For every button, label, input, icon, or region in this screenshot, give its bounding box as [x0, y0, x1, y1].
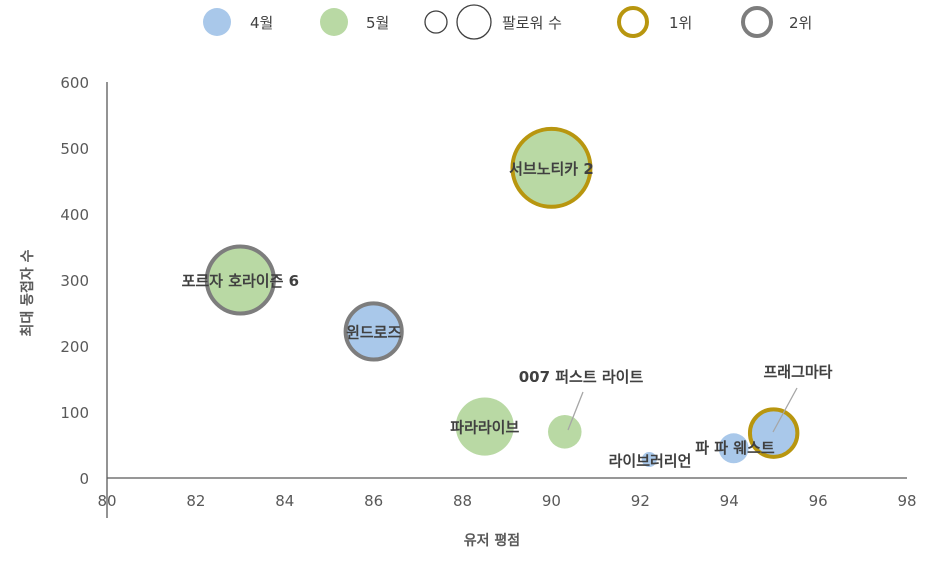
legend-size-small-swatch: [424, 10, 448, 34]
y-tick-label: 400: [60, 206, 89, 224]
x-tick-label: 86: [364, 492, 383, 510]
x-tick-label: 80: [97, 492, 116, 510]
tick-labels: 80 82 84 86 88 90 92 94 96 98 0 100 200 300 400 500 600: [60, 74, 916, 510]
bubble-label: 윈드로즈: [346, 323, 401, 341]
legend-rank2-swatch: [741, 6, 773, 38]
legend-may-label: 5월: [366, 14, 389, 32]
y-tick-label: 500: [60, 140, 89, 158]
y-tick-label: 200: [60, 338, 89, 356]
legend-rank1-label: 1위: [669, 14, 692, 32]
bubbles: [204, 126, 800, 468]
x-tick-label: 96: [809, 492, 828, 510]
axes: [106, 82, 907, 518]
bubble: [641, 452, 657, 468]
bubble: [747, 407, 800, 459]
bubble-label: 라이브러리언: [609, 452, 692, 470]
bubble-label: 파 파 웨스트: [695, 439, 775, 457]
y-tick-label: 0: [79, 470, 89, 488]
x-tick-label: 90: [542, 492, 561, 510]
legend-rank2-label: 2위: [789, 14, 812, 32]
y-tick-label: 300: [60, 272, 89, 290]
y-tick-label: 100: [60, 404, 89, 422]
y-tick-label: 600: [60, 74, 89, 92]
x-axis-title: 유저 평점: [464, 532, 520, 549]
x-tick-label: 98: [897, 492, 916, 510]
x-tick-label: 84: [275, 492, 294, 510]
x-tick-label: 82: [186, 492, 205, 510]
bubble-label: 프래그마타: [763, 363, 832, 381]
legend-april-swatch: [203, 8, 231, 36]
legend-april-label: 4월: [250, 14, 273, 32]
bubble: [510, 126, 593, 209]
y-axis-title: 최대 동접자 수: [20, 249, 36, 336]
bubble-label: 파라라이브: [450, 419, 519, 437]
bubble-label: 서브노티카 2: [509, 160, 594, 178]
leader-line: [567, 391, 584, 431]
x-tick-label: 88: [453, 492, 472, 510]
bubble: [455, 397, 514, 456]
bubble: [204, 244, 276, 316]
legend: 4월 5월 팔로워 수 1위 2위: [203, 4, 812, 40]
bubble: [343, 301, 404, 362]
legend-rank1-swatch: [617, 6, 649, 38]
bubble-label: 007 퍼스트 라이트: [519, 368, 644, 386]
legend-may-swatch: [320, 8, 348, 36]
x-tick-label: 94: [720, 492, 739, 510]
x-tick-label: 92: [631, 492, 650, 510]
legend-size-label: 팔로워 수: [502, 14, 562, 32]
bubble: [718, 433, 749, 464]
leader-line: [772, 387, 798, 433]
bubble-label: 포르자 호라이즌 6: [182, 272, 299, 290]
legend-size-large-swatch: [456, 4, 492, 40]
bubble: [548, 415, 582, 449]
